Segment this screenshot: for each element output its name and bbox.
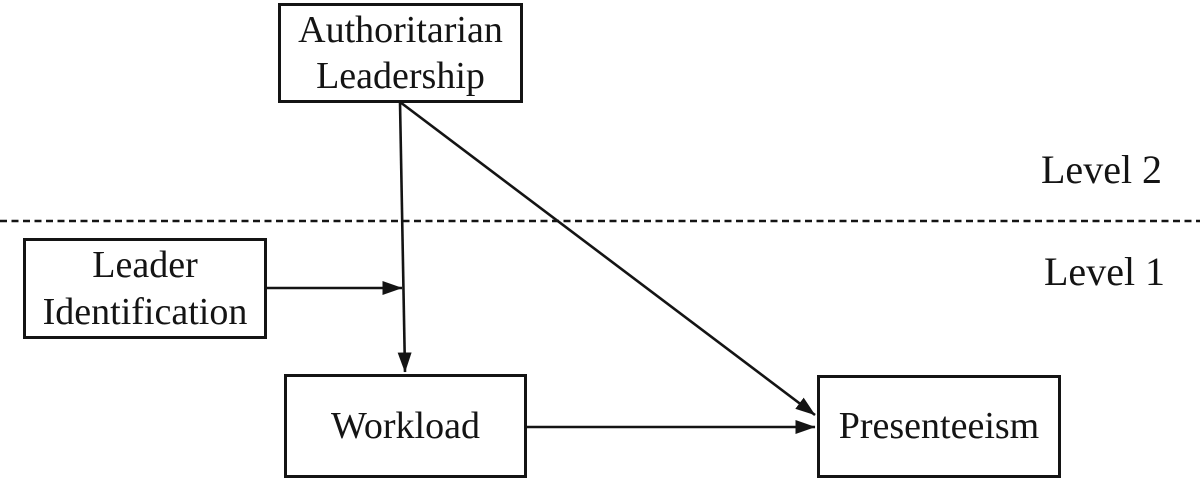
level-1-label: Level 1	[1044, 249, 1166, 294]
edge-authoritarian-to-presenteeism-arrow	[399, 100, 816, 417]
node-presenteeism: Presenteeism	[817, 375, 1061, 478]
node-leader-identification: Leader Identification	[23, 238, 267, 339]
edge-authoritarian-to-workload-arrow	[397, 101, 412, 373]
node-workload: Workload	[284, 374, 527, 478]
level-2-label: Level 2	[1041, 147, 1163, 192]
node-authoritarian-leadership: Authoritarian Leadership	[278, 3, 523, 103]
